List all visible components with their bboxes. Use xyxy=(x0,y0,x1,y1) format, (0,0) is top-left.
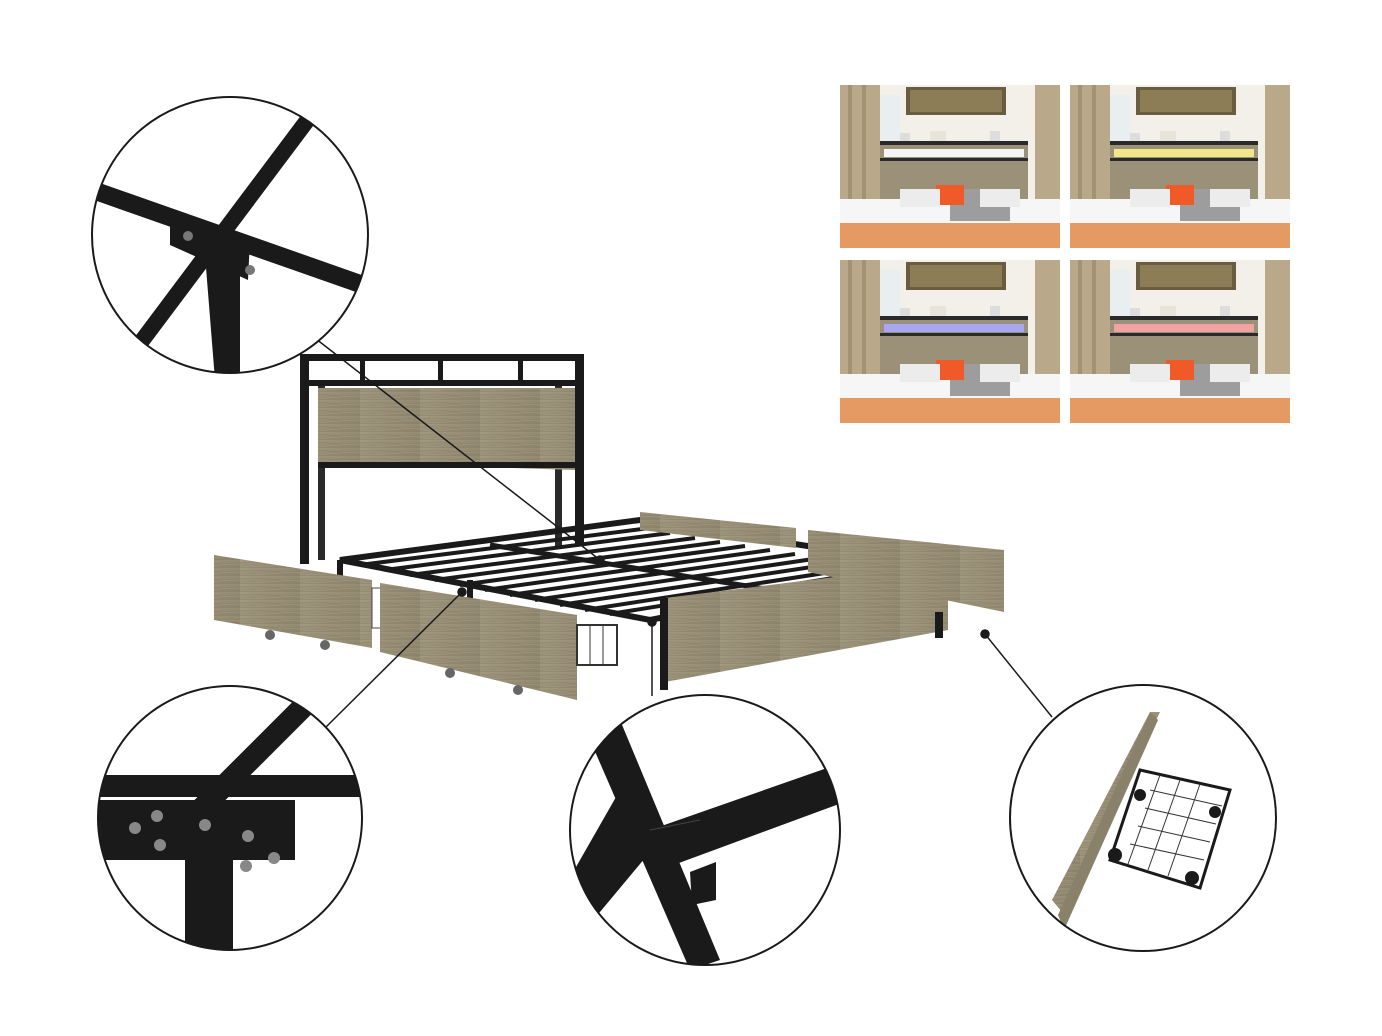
callout-center-cross-joint xyxy=(91,96,369,374)
thumbnail-led-blue xyxy=(840,260,1060,423)
callout-corner-leg-joint xyxy=(569,694,841,966)
headboard xyxy=(300,354,584,564)
thumbnail-led-white xyxy=(840,85,1060,248)
drawer-back xyxy=(640,512,796,548)
thumbnail-led-yellow xyxy=(1070,85,1290,248)
footboard xyxy=(660,563,948,690)
drawer-middle xyxy=(380,583,618,700)
callout-bolted-side-joint xyxy=(97,685,363,951)
led-variant-thumbnails xyxy=(840,85,1290,423)
callout-lines xyxy=(301,327,1053,729)
callout-drawer-basket xyxy=(1009,684,1277,952)
thumbnail-led-pink xyxy=(1070,260,1290,423)
drawer-left xyxy=(214,555,383,650)
